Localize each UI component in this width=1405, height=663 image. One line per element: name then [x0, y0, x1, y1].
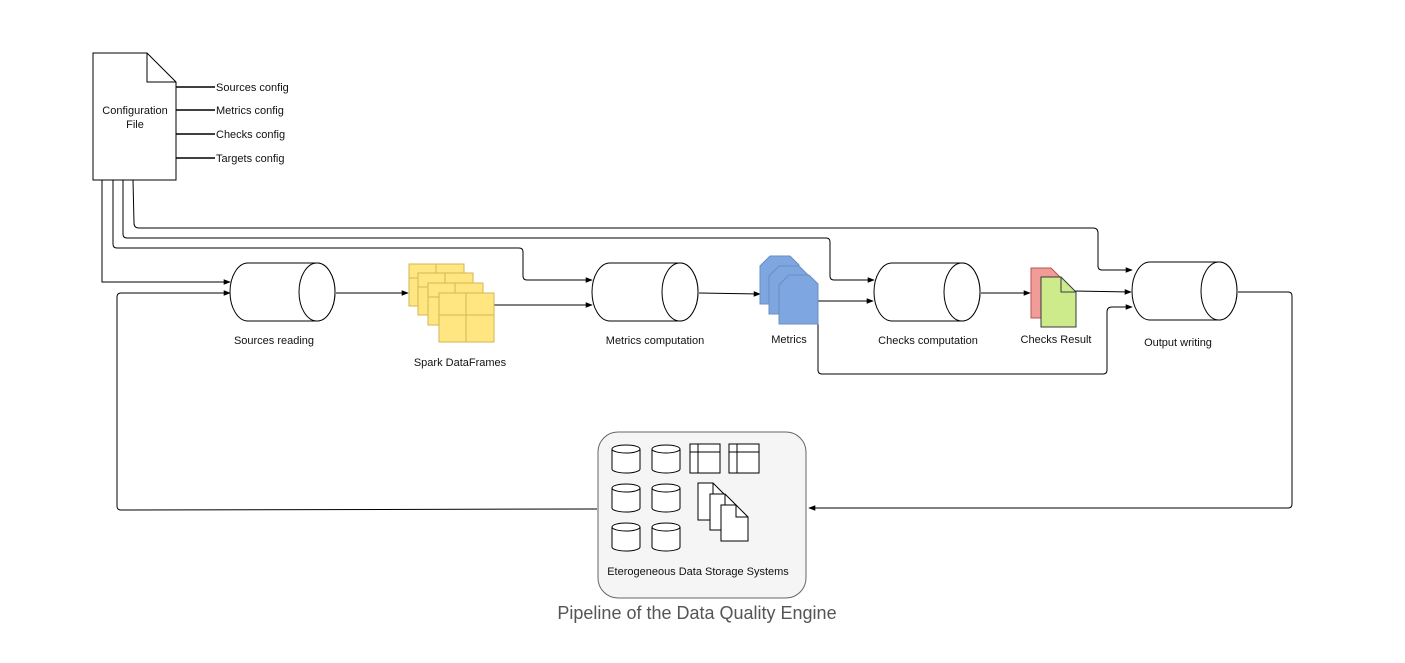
- storage-systems-label: Eterogeneous Data Storage Systems: [607, 566, 789, 578]
- edge-metrics-computation-to-metrics: [698, 291, 761, 297]
- spark-dataframes-label: Spark DataFrames: [414, 357, 507, 369]
- edge-config-to-sources-reading: [101, 180, 231, 285]
- table-icon: [728, 443, 760, 474]
- database-icon: [651, 522, 681, 552]
- config-item-checks: Checks config: [216, 129, 285, 141]
- metrics-computation-node: Metrics computation: [591, 262, 704, 347]
- edge-storage-to-sources-reading: [116, 290, 598, 511]
- checks-result-label: Checks Result: [1021, 334, 1092, 346]
- config-file-label-line2: File: [126, 119, 144, 131]
- output-writing-label: Output writing: [1144, 337, 1212, 349]
- sources-reading-label: Sources reading: [234, 335, 314, 347]
- spark-dataframes-node: Spark DataFrames: [408, 263, 507, 369]
- diagram-caption: Pipeline of the Data Quality Engine: [557, 603, 836, 623]
- metrics-node: Metrics: [759, 255, 819, 346]
- edge-output-to-storage: [808, 291, 1293, 511]
- checks-computation-label: Checks computation: [878, 335, 978, 347]
- config-connectors: [101, 179, 1133, 285]
- database-icon: [651, 483, 681, 513]
- metrics-computation-label: Metrics computation: [606, 335, 704, 347]
- edge-result-to-output-writing: [1073, 289, 1132, 295]
- database-icon: [611, 483, 641, 513]
- database-icon: [651, 444, 681, 474]
- checks-result-node: Checks Result: [1021, 267, 1092, 346]
- edge-metrics-to-output-writing: [817, 304, 1133, 375]
- checks-computation-node: Checks computation: [873, 262, 981, 347]
- configuration-file: Configuration File: [92, 52, 177, 181]
- metrics-label: Metrics: [771, 334, 807, 346]
- sources-reading-node: Sources reading: [229, 262, 336, 347]
- flow-edges: [116, 289, 1293, 511]
- output-writing-node: Output writing: [1131, 261, 1238, 349]
- documents-icon: [697, 482, 749, 542]
- storage-systems-node: Eterogeneous Data Storage Systems: [597, 431, 807, 599]
- config-item-metrics: Metrics config: [216, 105, 284, 117]
- edge-config-to-checks-computation: [122, 180, 875, 283]
- config-file-label-line1: Configuration: [102, 105, 167, 117]
- config-item-targets: Targets config: [216, 153, 284, 165]
- database-icon: [611, 522, 641, 552]
- table-icon: [689, 443, 721, 474]
- config-items: Sources config Metrics config Checks con…: [176, 82, 289, 165]
- edge-config-to-metrics-computation: [112, 180, 593, 283]
- edge-config-to-output-writing: [132, 179, 1133, 273]
- database-icon: [611, 444, 641, 474]
- config-item-sources: Sources config: [216, 82, 289, 94]
